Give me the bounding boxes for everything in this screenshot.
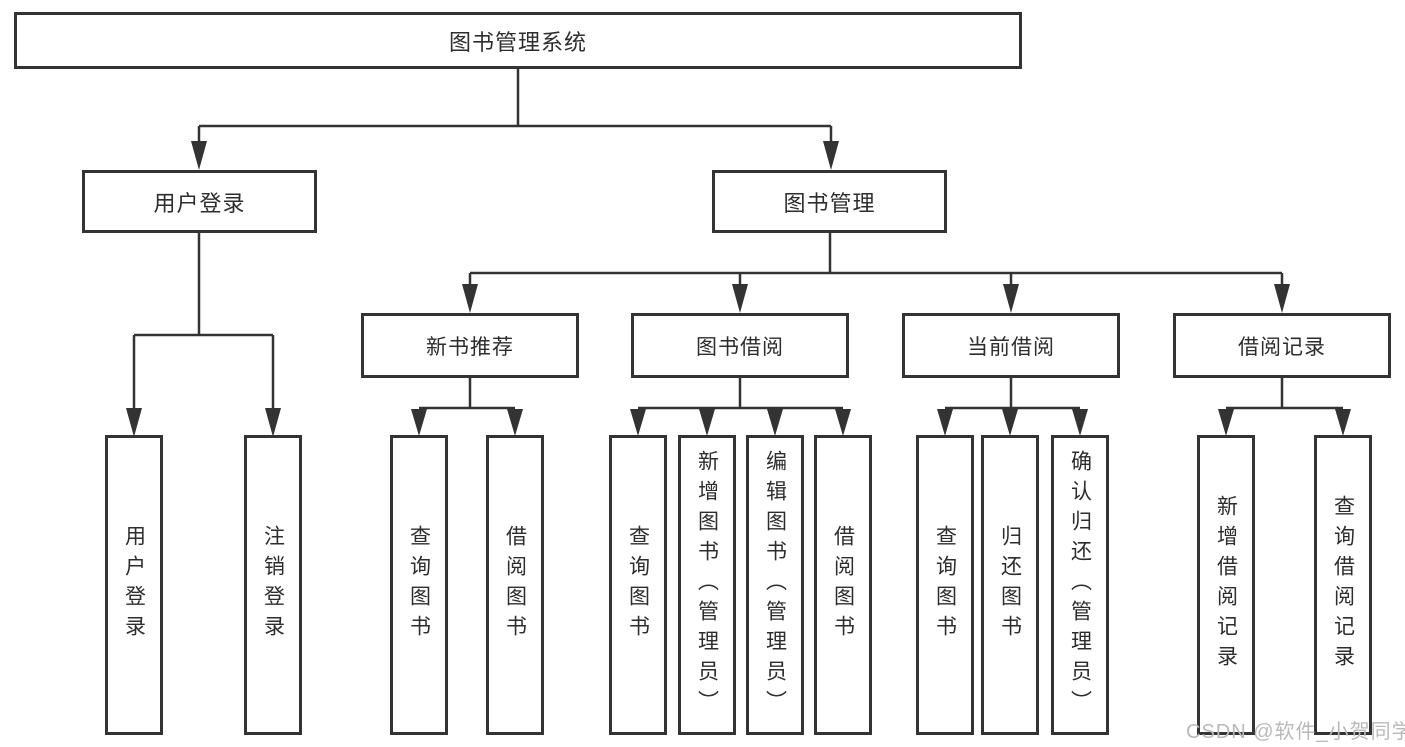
leaf-query-books: 查询图书 <box>609 435 667 735</box>
node-borrowing-records: 借阅记录 <box>1173 313 1391 378</box>
node-library-management-system: 图书管理系统 <box>14 12 1022 69</box>
leaf-label: 确认归还（管理员） <box>1068 450 1092 720</box>
leaf-label: 新增图书（管理员） <box>695 450 719 720</box>
leaf-borrow-books: 借阅图书 <box>814 435 872 735</box>
leaf-user-login: 用户登录 <box>105 435 163 735</box>
leaf-label: 查询图书 <box>626 525 650 645</box>
leaf-confirm-return-admin: 确认归还（管理员） <box>1051 435 1109 735</box>
node-current-borrowing: 当前借阅 <box>902 313 1120 378</box>
leaf-label: 编辑图书（管理员） <box>763 450 787 720</box>
leaf-add-books-admin: 新增图书（管理员） <box>678 435 736 735</box>
leaf-return-books: 归还图书 <box>981 435 1039 735</box>
leaf-borrow-books: 借阅图书 <box>486 435 544 735</box>
leaf-logout: 注销登录 <box>244 435 302 735</box>
leaf-label: 用户登录 <box>122 525 146 645</box>
leaf-query-books: 查询图书 <box>390 435 448 735</box>
leaf-edit-books-admin: 编辑图书（管理员） <box>746 435 804 735</box>
leaf-label: 注销登录 <box>261 525 285 645</box>
csdn-watermark: CSDN @软件_小贺同学 <box>1186 721 1405 743</box>
leaf-query-borrow-record: 查询借阅记录 <box>1314 435 1372 735</box>
node-book-borrowing: 图书借阅 <box>631 313 849 378</box>
leaf-label: 新增借阅记录 <box>1214 495 1238 675</box>
leaf-label: 查询图书 <box>407 525 431 645</box>
node-new-book-recommend: 新书推荐 <box>361 313 579 378</box>
leaf-label: 借阅图书 <box>831 525 855 645</box>
leaf-add-borrow-record: 新增借阅记录 <box>1197 435 1255 735</box>
leaf-label: 查询借阅记录 <box>1331 495 1355 675</box>
leaf-label: 归还图书 <box>998 525 1022 645</box>
node-user-login: 用户登录 <box>82 170 317 233</box>
leaf-label: 查询图书 <box>933 525 957 645</box>
node-book-management: 图书管理 <box>712 170 947 233</box>
leaf-query-books: 查询图书 <box>916 435 974 735</box>
leaf-label: 借阅图书 <box>503 525 527 645</box>
